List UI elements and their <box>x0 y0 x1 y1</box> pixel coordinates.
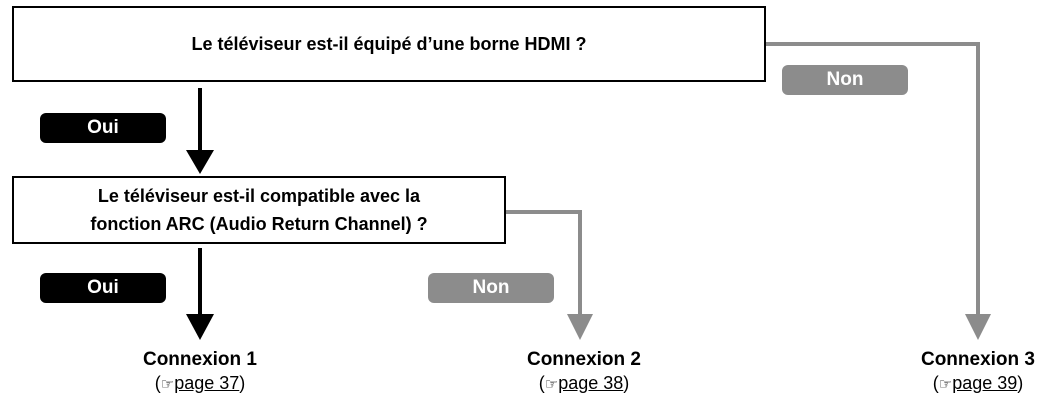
page-link[interactable]: page 37 <box>174 373 240 393</box>
reference-hand-icon: ☞ <box>160 376 174 393</box>
no-label-2: Non <box>428 273 554 303</box>
result-title: Connexion 1 <box>142 349 257 370</box>
page-link[interactable]: page 38 <box>558 373 624 393</box>
yes-arrow-1-head <box>186 150 214 174</box>
result-title: Connexion 2 <box>526 349 641 370</box>
no-arrow-2-head <box>567 314 593 340</box>
page-reference: (☞page 39) <box>868 372 1059 396</box>
result-title: Connexion 3 <box>920 349 1035 370</box>
question-2-line-2: fonction ARC (Audio Return Channel) ? <box>90 214 428 234</box>
question-1-box: Le téléviseur est-il équipé d’une borne … <box>12 6 766 82</box>
question-1-text: Le téléviseur est-il équipé d’une borne … <box>191 34 587 54</box>
no-path-1 <box>765 42 980 316</box>
page-link[interactable]: page 39 <box>952 373 1018 393</box>
result-connexion-3: Connexion 3 (☞page 39) <box>868 348 1059 396</box>
yes-arrow-2-head <box>186 314 214 340</box>
no-path-2 <box>505 210 582 316</box>
result-connexion-2: Connexion 2 (☞page 38) <box>474 348 694 396</box>
page-reference: (☞page 38) <box>474 372 694 396</box>
question-2-box: Le téléviseur est-il compatible avec la … <box>12 176 506 244</box>
yes-label-2: Oui <box>40 273 166 303</box>
result-connexion-1: Connexion 1 (☞page 37) <box>90 348 310 396</box>
page-reference: (☞page 37) <box>90 372 310 396</box>
no-label-1: Non <box>782 65 908 95</box>
yes-label-1: Oui <box>40 113 166 143</box>
no-arrow-1-head <box>965 314 991 340</box>
reference-hand-icon: ☞ <box>938 376 952 393</box>
question-2-line-1: Le téléviseur est-il compatible avec la <box>97 186 421 206</box>
reference-hand-icon: ☞ <box>544 376 558 393</box>
